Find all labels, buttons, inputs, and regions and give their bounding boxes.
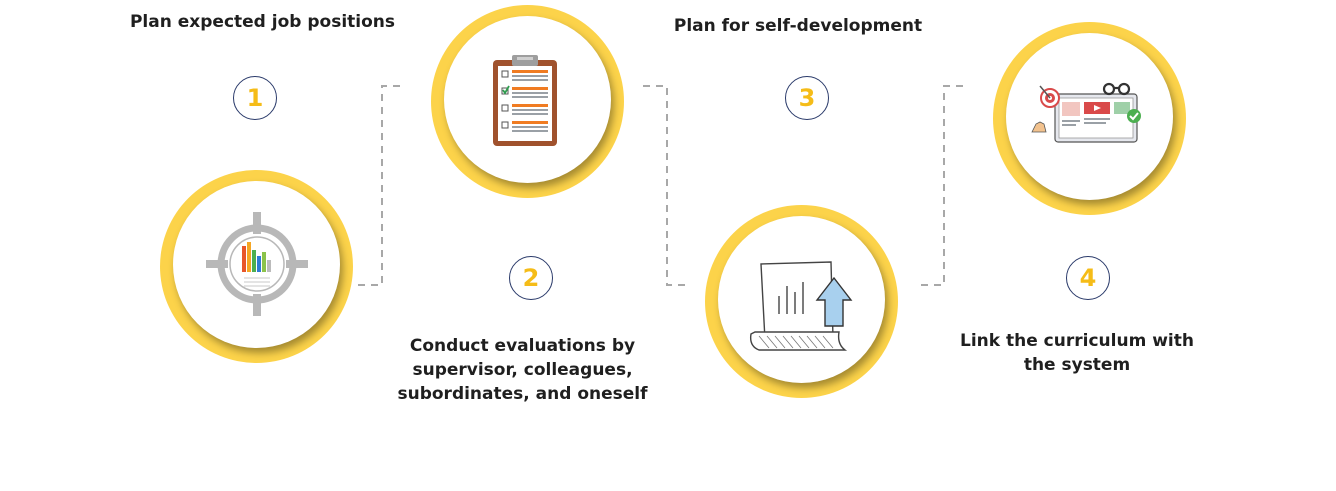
step-3-label: Plan for self-development xyxy=(673,16,923,36)
elearning-screen-icon xyxy=(1031,82,1141,143)
connector-2-3 xyxy=(643,85,691,286)
step-2-label: Conduct evaluations by supervisor, colle… xyxy=(397,336,648,404)
growth-report-icon xyxy=(749,261,853,351)
step-1-circle xyxy=(173,181,340,348)
step-1-label: Plan expected job positions xyxy=(129,12,396,32)
clipboard-checklist-icon xyxy=(493,55,557,146)
step-4-label: Link the curriculum with the system xyxy=(960,331,1194,375)
step-4-number: 4 xyxy=(1066,256,1110,300)
step-1-number: 1 xyxy=(233,76,277,120)
connector-1-2 xyxy=(358,85,406,286)
connector-3-4 xyxy=(921,85,968,286)
target-chart-icon xyxy=(206,212,308,316)
step-3-number: 3 xyxy=(785,76,829,120)
step-2-number: 2 xyxy=(509,256,553,300)
